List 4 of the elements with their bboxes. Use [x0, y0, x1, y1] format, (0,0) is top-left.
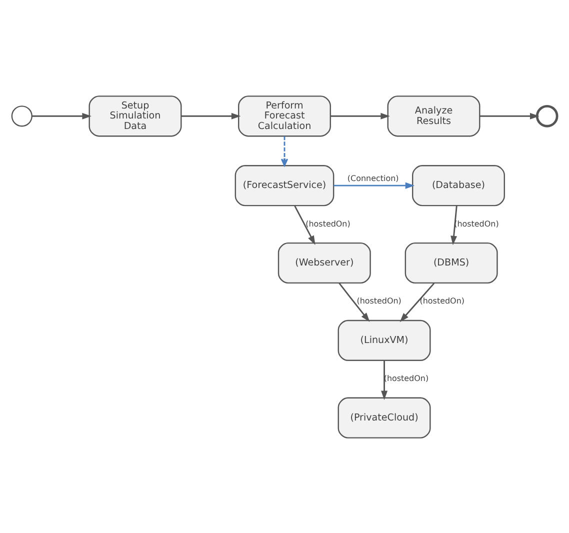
edge-label: (hostedOn): [306, 218, 350, 228]
edge-label: (Connection): [347, 173, 399, 182]
edge-label: (hostedOn): [420, 296, 464, 306]
edge-label: (hostedOn): [356, 296, 402, 306]
